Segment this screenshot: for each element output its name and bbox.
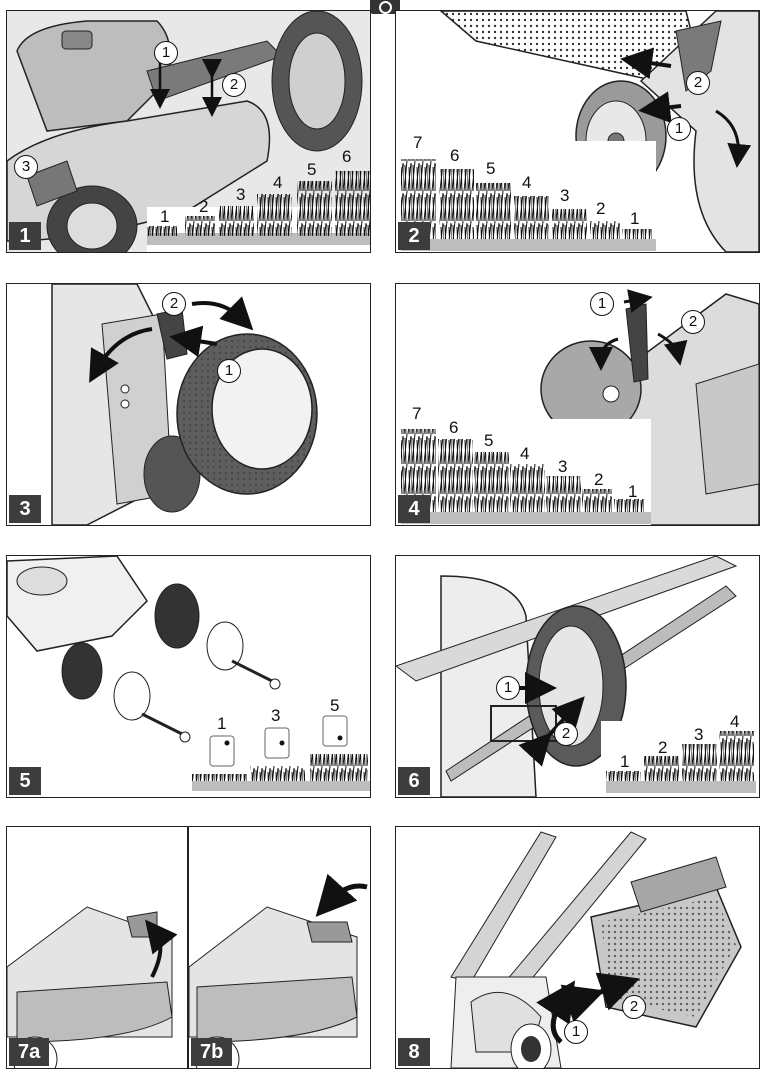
panel-7a-label: 7a — [9, 1038, 50, 1066]
height-label: 1 — [620, 752, 630, 771]
panel-4: 1 2 7 6 5 4 3 2 1 4 — [395, 283, 760, 526]
panel-2-illustration — [396, 11, 759, 252]
panel-8: 1 2 8 — [395, 826, 760, 1069]
height-label: 2 — [199, 197, 209, 216]
panel-6-label: 6 — [398, 767, 430, 795]
height-label: 1 — [217, 714, 227, 733]
panel-4-label: 4 — [398, 495, 430, 523]
callout-1: 1 — [154, 41, 178, 65]
height-label: 3 — [236, 185, 246, 204]
panel-1-label: 1 — [9, 222, 41, 250]
callout-1: 1 — [496, 676, 520, 700]
height-label: 1 — [628, 482, 638, 501]
callout-1: 1 — [217, 359, 241, 383]
callout-2: 2 — [681, 310, 705, 334]
panel-2: 1 2 7 6 5 4 3 2 1 2 — [395, 10, 760, 253]
height-label: 1 — [160, 207, 170, 226]
panel-6-illustration — [396, 556, 759, 797]
callout-2: 2 — [686, 71, 710, 95]
height-label: 3 — [694, 725, 704, 744]
panel-2-label: 2 — [398, 222, 430, 250]
panel-1-illustration — [7, 11, 370, 252]
panel-3-illustration — [51, 284, 318, 525]
height-label: 2 — [596, 199, 606, 218]
callout-3: 3 — [14, 155, 38, 179]
height-label: 3 — [271, 706, 281, 725]
height-label: 7 — [412, 404, 422, 423]
panel-1: 1 2 3 1 2 3 4 5 6 1 — [6, 10, 371, 253]
panel-7b-label: 7b — [191, 1038, 233, 1066]
height-label: 5 — [484, 431, 494, 450]
callout-1: 1 — [590, 292, 614, 316]
callout-2: 2 — [162, 292, 186, 316]
panel-8-illustration — [450, 831, 742, 1068]
subpanel-divider — [187, 827, 189, 1068]
callout-2: 2 — [622, 995, 646, 1019]
height-label: 2 — [594, 470, 604, 489]
height-label: 6 — [449, 418, 459, 437]
callout-1: 1 — [564, 1020, 588, 1044]
height-label: 5 — [486, 159, 496, 178]
panel-4-illustration — [396, 289, 759, 525]
panel-8-label: 8 — [398, 1038, 430, 1066]
height-label: 2 — [658, 738, 668, 757]
panel-5-illustration — [7, 556, 370, 791]
height-label: 7 — [413, 133, 423, 152]
callout-1: 1 — [667, 117, 691, 141]
height-label: 5 — [330, 696, 340, 715]
panel-5-label: 5 — [9, 767, 41, 795]
height-label: 3 — [558, 457, 568, 476]
panel-6: 1 2 1 2 3 4 6 — [395, 555, 760, 798]
panel-5: 1 3 5 5 — [6, 555, 371, 798]
height-label: 3 — [560, 186, 570, 205]
height-label: 4 — [730, 712, 740, 731]
callout-2: 2 — [222, 73, 246, 97]
open-circle-icon — [370, 0, 400, 14]
height-label: 1 — [630, 209, 640, 228]
panel-7-illustration — [7, 873, 368, 1068]
height-label: 4 — [273, 173, 283, 192]
callout-2: 2 — [554, 722, 578, 746]
height-label: 4 — [520, 444, 530, 463]
panel-3: 2 1 3 — [6, 283, 371, 526]
height-label: 6 — [450, 146, 460, 165]
panel-7: 7a 7b — [6, 826, 371, 1069]
height-label: 4 — [522, 173, 532, 192]
height-label: 5 — [307, 160, 317, 179]
height-label: 6 — [342, 147, 352, 166]
panel-3-label: 3 — [9, 495, 41, 523]
